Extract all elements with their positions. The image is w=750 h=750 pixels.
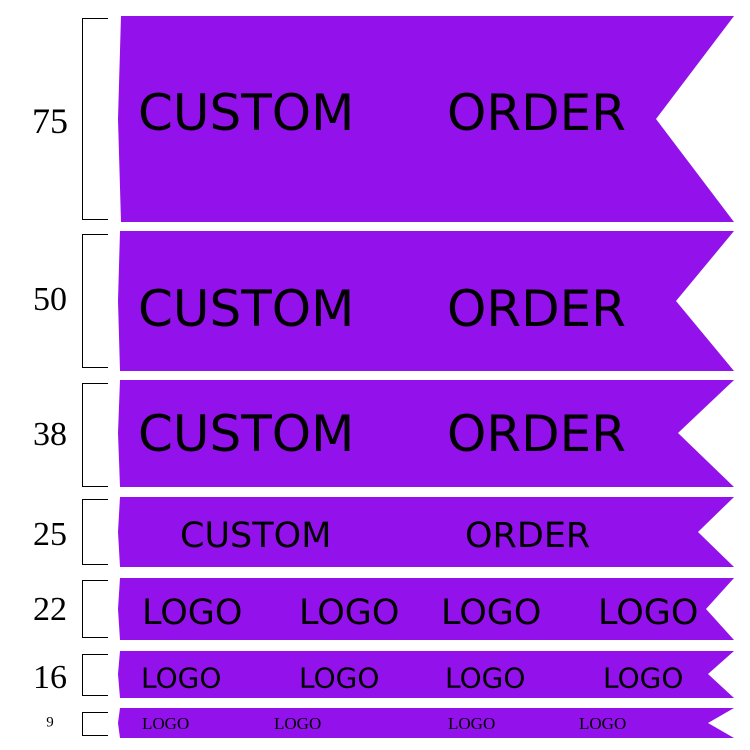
size-bracket — [82, 383, 108, 487]
size-label: 38 — [33, 416, 67, 453]
ribbon-shape — [118, 708, 734, 738]
ribbon-swatch: CUSTOM ORDER — [118, 497, 734, 567]
ribbon-text: CUSTOM — [138, 84, 355, 142]
ribbon-text: LOGO — [299, 593, 400, 633]
size-label: 50 — [33, 281, 67, 318]
ribbon-text: CUSTOM — [180, 516, 332, 556]
ribbon-text: LOGO — [274, 714, 322, 733]
ribbon-text: CUSTOM — [138, 405, 355, 463]
ribbon-text: ORDER — [465, 516, 591, 556]
ribbon-text: LOGO — [448, 714, 496, 733]
size-bracket — [82, 580, 108, 638]
ribbon-shape — [118, 16, 734, 222]
ribbon-text: LOGO — [299, 661, 380, 695]
size-bracket — [82, 234, 108, 368]
ribbon-swatch: CUSTOM ORDER — [118, 380, 734, 487]
ribbon-swatch: CUSTOM ORDER — [118, 16, 734, 222]
ribbon-text: CUSTOM — [138, 280, 355, 338]
size-bracket — [82, 654, 108, 696]
size-bracket — [82, 712, 108, 736]
size-bracket — [82, 18, 108, 220]
ribbon-shape — [118, 380, 734, 487]
size-label: 22 — [33, 591, 67, 628]
ribbon-text: LOGO — [445, 661, 526, 695]
ribbon-text: ORDER — [447, 280, 626, 338]
ribbon-text: ORDER — [447, 84, 626, 142]
size-label: 16 — [33, 659, 67, 696]
size-label: 75 — [32, 101, 68, 141]
size-label: 9 — [46, 714, 54, 731]
ribbon-text: ORDER — [447, 405, 626, 463]
ribbon-shape — [118, 231, 734, 371]
ribbon-text: LOGO — [142, 714, 190, 733]
ribbon-text: LOGO — [598, 593, 699, 633]
ribbon-swatch: LOGO LOGO LOGO LOGO — [118, 708, 734, 738]
ribbon-swatch: CUSTOM ORDER — [118, 231, 734, 371]
ribbon-text: LOGO — [441, 593, 542, 633]
ribbon-shape — [118, 651, 734, 698]
ribbon-text: LOGO — [579, 714, 627, 733]
size-bracket — [82, 499, 108, 565]
ribbon-swatch: LOGO LOGO LOGO LOGO — [118, 651, 734, 698]
ribbon-text: LOGO — [142, 593, 243, 633]
ribbon-shape — [118, 578, 734, 640]
ribbon-swatch: LOGO LOGO LOGO LOGO — [118, 578, 734, 640]
ribbon-text: LOGO — [603, 661, 684, 695]
size-label: 25 — [33, 516, 67, 553]
ribbon-text: LOGO — [141, 661, 222, 695]
ribbon-shape — [118, 497, 734, 567]
